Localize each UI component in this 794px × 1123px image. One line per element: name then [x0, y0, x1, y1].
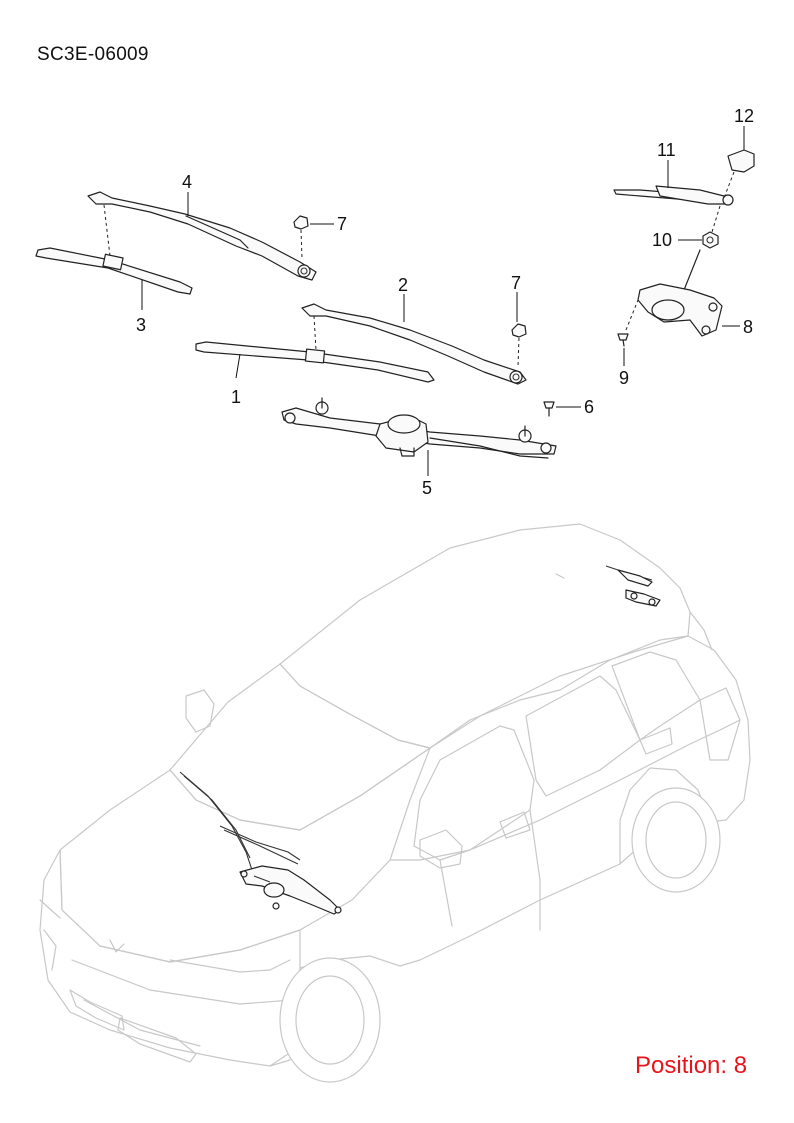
part-9-screw	[617, 299, 639, 347]
position-indicator: Position: 8	[635, 1052, 748, 1079]
part-7-nut-lower	[511, 323, 527, 367]
callout-9: 9	[619, 368, 629, 388]
callout-4: 4	[182, 172, 192, 192]
callout-10: 10	[652, 230, 672, 250]
part-10-nut	[702, 231, 719, 249]
diagram-code: SC3E-06009	[37, 44, 149, 65]
part-8-rear-wiper-motor	[637, 249, 723, 337]
part-2-front-wiper-arm-driver	[301, 303, 527, 385]
part-11-rear-wiper-arm	[613, 185, 734, 206]
part-7-nut-upper	[293, 215, 309, 259]
callout-12: 12	[734, 106, 754, 126]
vehicle-locator-illustration	[39, 523, 751, 1083]
callout-6: 6	[584, 397, 594, 417]
callout-11: 11	[657, 140, 676, 160]
part-5-wiper-linkage-and-motor	[281, 397, 557, 459]
dash-arm4-to-blade3	[103, 204, 111, 257]
callout-5: 5	[422, 478, 432, 498]
callout-7-upper: 7	[337, 214, 347, 234]
part-3-wiper-blade-passenger	[35, 247, 193, 295]
part-4-front-wiper-arm	[87, 191, 317, 281]
callout-8: 8	[743, 317, 753, 337]
callout-1: 1	[231, 387, 241, 407]
part-12-rear-arm-cap	[711, 149, 755, 233]
callout-leaders	[141, 126, 745, 476]
part-6-bolt	[543, 401, 555, 417]
callout-2: 2	[398, 275, 408, 295]
callout-7-lower: 7	[511, 273, 521, 293]
part-1-wiper-blade-driver	[195, 341, 435, 383]
callout-3: 3	[136, 315, 146, 335]
